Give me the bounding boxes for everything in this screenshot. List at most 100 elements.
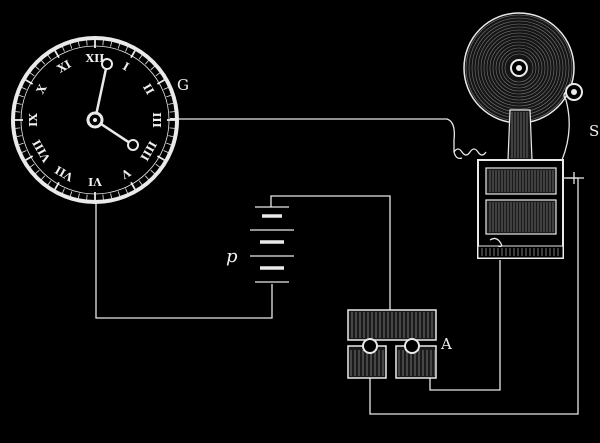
bell-shade-ring (492, 41, 546, 95)
clock-tick (15, 127, 21, 129)
clock-tick (47, 55, 52, 60)
label-switch-a: A (440, 335, 452, 353)
clock-tick (35, 169, 40, 174)
clock-tick (30, 72, 35, 77)
wire-clock-to-battery (95, 196, 273, 319)
clock-numeral: VI (88, 175, 103, 188)
label-battery-p: p (226, 246, 238, 267)
clock-tick (35, 66, 40, 71)
clock-numeral: XI (55, 58, 73, 76)
bell-shade-ring (504, 53, 534, 83)
bell-shade-ring (498, 47, 540, 89)
clock-tick (117, 191, 121, 197)
clock-tick (163, 87, 169, 90)
clock-tick (150, 169, 155, 174)
clock-tick (86, 194, 88, 200)
battery (250, 206, 294, 283)
bell-base-ticks (481, 248, 559, 256)
clock-tick (54, 50, 60, 59)
clock-tick (41, 175, 46, 180)
bell-shade-ring (501, 50, 537, 86)
bell-shade-ring (489, 38, 549, 98)
bell-dome-shading (465, 14, 573, 122)
bell-terminal-spiral (453, 148, 487, 156)
clock-tick (77, 41, 80, 47)
clock-tick (69, 43, 73, 49)
clock-tick (155, 72, 160, 77)
clock-tick (166, 94, 172, 98)
clock-tick (138, 180, 143, 185)
label-edge-s: S (589, 122, 599, 140)
clock-tick (41, 60, 46, 65)
clock-tick (168, 102, 174, 105)
bell-shade-ring (486, 35, 552, 101)
switch-block (347, 309, 437, 379)
clock-numeral: IX (27, 113, 40, 127)
clock-tick (62, 46, 65, 52)
wire-battery-top-to-switch (270, 195, 391, 310)
wire-push-contact (566, 177, 579, 195)
clock-tick (110, 41, 113, 47)
clock-tick (18, 142, 24, 146)
clock-tick (150, 66, 155, 71)
wiring (95, 118, 579, 415)
clock-tick (156, 155, 165, 161)
clock-tick (110, 193, 113, 199)
clock-tick (47, 180, 52, 185)
clock-tick (125, 188, 128, 194)
clock-tick (25, 155, 34, 161)
clock-tick (16, 102, 22, 105)
clock-tick (86, 40, 88, 46)
clock-numeral: III (150, 112, 163, 127)
clock-minute-hand-contact (101, 58, 113, 70)
clock-numeral: I (120, 60, 131, 74)
clock-tick (25, 79, 34, 85)
clock-tick (102, 194, 104, 200)
clock-tick-marks (15, 40, 175, 200)
switch-contact-left (362, 338, 378, 354)
switch-bottom-hatching (350, 350, 436, 376)
switch-contact-right (404, 338, 420, 354)
clock-tick (166, 142, 172, 146)
clock-numeral: XII (86, 52, 105, 65)
clock-tick (130, 181, 136, 190)
clock-tick (155, 163, 160, 168)
bell-shade-ring (495, 44, 543, 92)
clock-tick (62, 188, 65, 194)
clock-tick (69, 191, 73, 197)
wire-switch-to-bell (429, 260, 501, 391)
label-clock-g: G (177, 76, 189, 94)
bell-upper-coil (485, 167, 557, 195)
clock-tick (168, 135, 174, 138)
push-button (562, 172, 584, 184)
clock-tick (21, 87, 27, 90)
clock-tick (125, 46, 128, 52)
bell-shade-ring (477, 26, 561, 110)
clock-tick (144, 175, 149, 180)
clock-tick (144, 60, 149, 65)
clock-hour-hand-contact (127, 139, 139, 151)
clock-tick (169, 111, 175, 113)
clock-tick (117, 43, 121, 49)
bell-coil-windings (489, 170, 554, 232)
clock-tick (138, 55, 143, 60)
clock-tick (77, 193, 80, 199)
bell-shade-ring (480, 29, 558, 107)
clock-tick (16, 135, 22, 138)
clock-tick (102, 40, 104, 46)
bell-lower-coil (485, 199, 557, 235)
clock-tick (163, 150, 169, 153)
electric-bell (453, 12, 584, 259)
clock-tick (18, 94, 24, 98)
clock-tick (15, 111, 21, 113)
clock-minute-hand (93, 63, 109, 121)
clock-tick (169, 127, 175, 129)
wire-switch-return (369, 195, 579, 415)
bell-stem-hatching (511, 112, 528, 158)
clock-tick (54, 181, 60, 190)
switch-top-hatching (351, 312, 433, 338)
wire-clock-to-bell (176, 118, 463, 160)
clock-tick (30, 163, 35, 168)
